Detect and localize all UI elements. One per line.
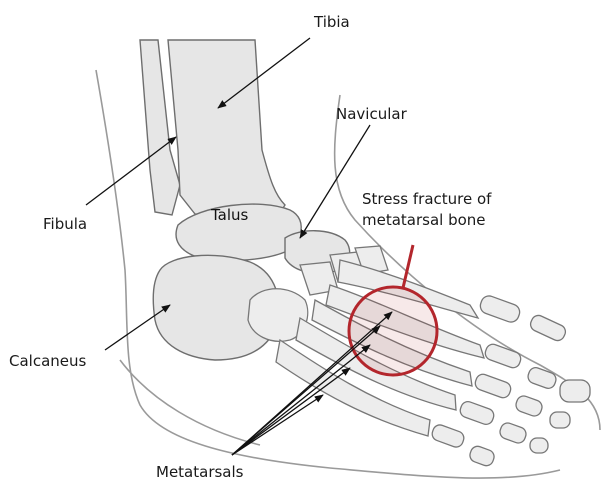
navicular-label: Navicular: [336, 105, 408, 123]
metatarsals-label: Metatarsals: [156, 463, 244, 481]
fracture-highlight-circle: [349, 287, 437, 375]
stress-fracture-label-line2: metatarsal bone: [362, 211, 486, 229]
stress-fracture-label-line1: Stress fracture of: [362, 190, 492, 208]
calcaneus-label: Calcaneus: [9, 352, 87, 370]
tibia-bone: [168, 40, 285, 228]
fibula-label: Fibula: [43, 215, 87, 233]
talus-label: Talus: [210, 206, 249, 224]
tibia-label: Tibia: [313, 13, 350, 31]
